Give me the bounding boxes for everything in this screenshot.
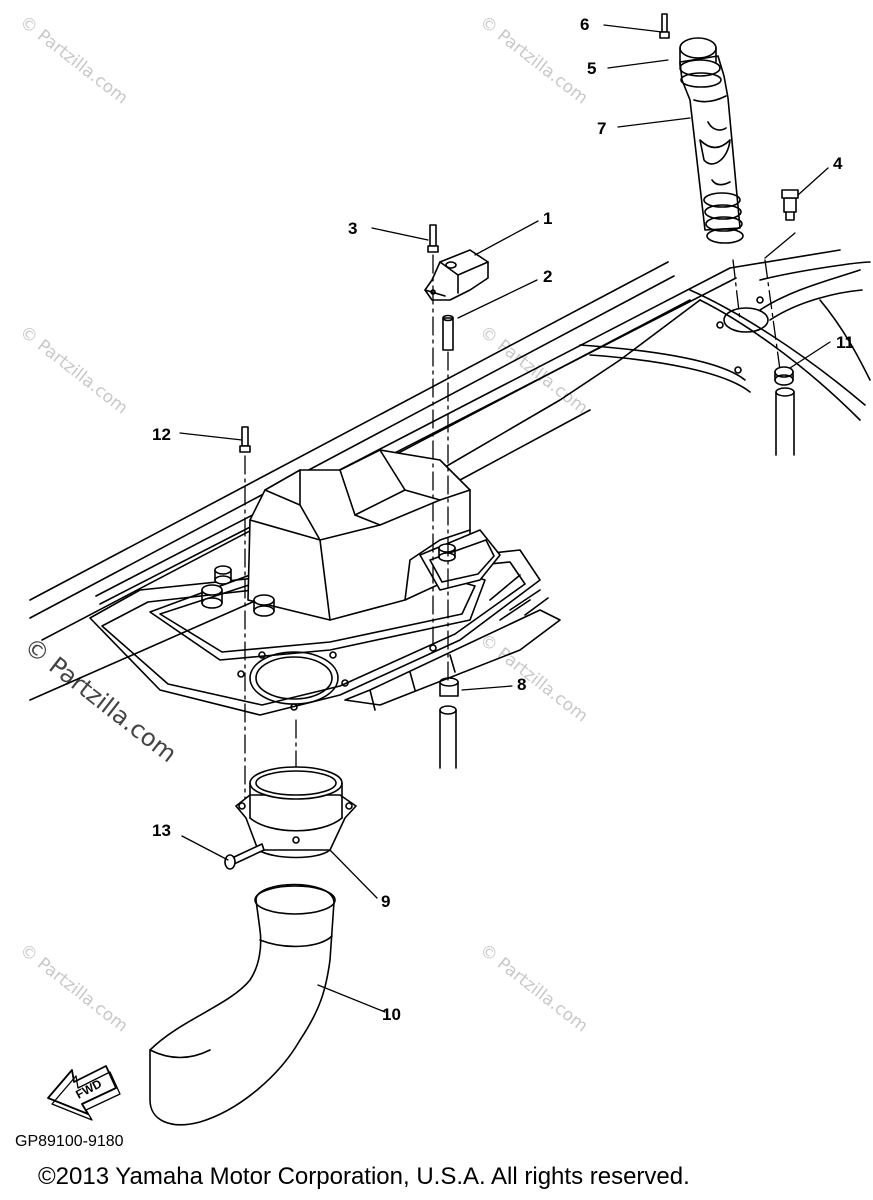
callout-12: 12 (152, 425, 171, 444)
fwd-arrow-icon (47, 1065, 121, 1121)
sight-tube-part-7 (679, 37, 744, 244)
leader-lines (179, 24, 831, 1013)
sleeve-part-2 (442, 314, 454, 351)
bolt-part-3 (427, 224, 439, 253)
callout-7: 7 (597, 119, 607, 138)
callout-3: 3 (348, 219, 358, 238)
deck-opening (716, 296, 769, 374)
duct-flange-part-9 (235, 766, 357, 859)
pin-part-6 (659, 13, 670, 39)
duct-hose-part-10 (149, 883, 336, 1126)
bolt-part-12 (239, 426, 251, 453)
callout-4: 4 (833, 154, 843, 173)
diagram-code: GP89100-9180 (15, 1133, 124, 1150)
clamp-part-8 (439, 677, 459, 769)
callout-8: 8 (517, 675, 527, 694)
callout-10: 10 (382, 1005, 401, 1024)
callout-11: 11 (836, 333, 854, 352)
callout-13: 13 (152, 821, 171, 840)
callout-1: 1 (543, 209, 553, 228)
bolt-part-4 (781, 189, 799, 221)
screw-part-13 (224, 843, 265, 870)
bed-bosses (201, 543, 456, 617)
clamp-part-11 (774, 366, 795, 456)
callout-2: 2 (543, 267, 553, 286)
bracket-part-1 (424, 249, 489, 301)
floor-opening (237, 644, 437, 711)
assembly-lines (244, 254, 781, 801)
callout-5: 5 (587, 59, 597, 78)
copyright-notice: ©2013 Yamaha Motor Corporation, U.S.A. A… (38, 1163, 690, 1190)
hull-deck (29, 249, 871, 701)
engine-block (247, 449, 501, 621)
callout-6: 6 (580, 15, 590, 34)
callout-9: 9 (381, 892, 391, 911)
